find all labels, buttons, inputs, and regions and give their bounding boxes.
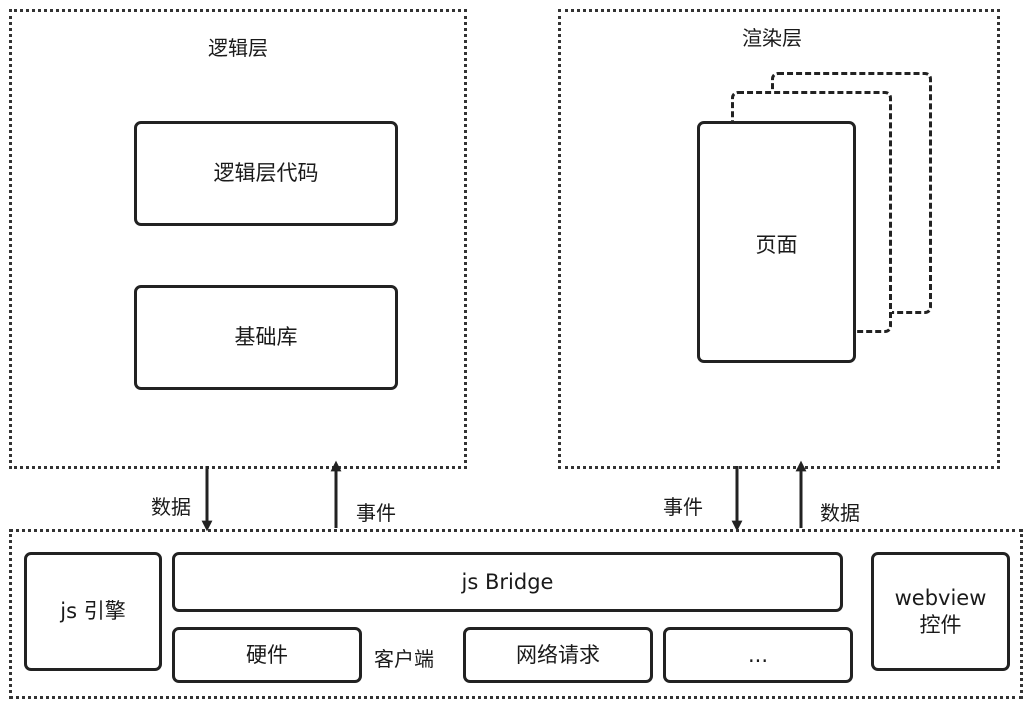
client-container [9,529,1023,699]
hardware-box: 硬件 [172,627,362,683]
logic-layer-code-box: 逻辑层代码 [134,121,398,226]
logic-data-label: 数据 [151,495,191,519]
network-request-box: 网络请求 [463,627,653,683]
base-library-box: 基础库 [134,285,398,390]
render-layer-title: 渲染层 [742,26,802,50]
more-box: ... [663,627,853,683]
logic-event-label: 事件 [356,501,396,525]
logic-layer-title: 逻辑层 [208,36,268,60]
page-box: 页面 [697,121,856,363]
js-bridge-box: js Bridge [172,552,843,612]
client-label: 客户端 [374,647,434,671]
webview-label-line2: 控件 [919,612,962,637]
webview-label-line1: webview [894,586,987,611]
logic-layer-container [9,9,467,469]
render-data-label: 数据 [820,501,860,525]
page-box-label: 页面 [755,233,798,257]
webview-control-box: webview 控件 [871,552,1010,671]
render-layer-container [558,9,1000,469]
js-engine-box: js 引擎 [24,552,162,671]
render-event-label: 事件 [663,495,703,519]
